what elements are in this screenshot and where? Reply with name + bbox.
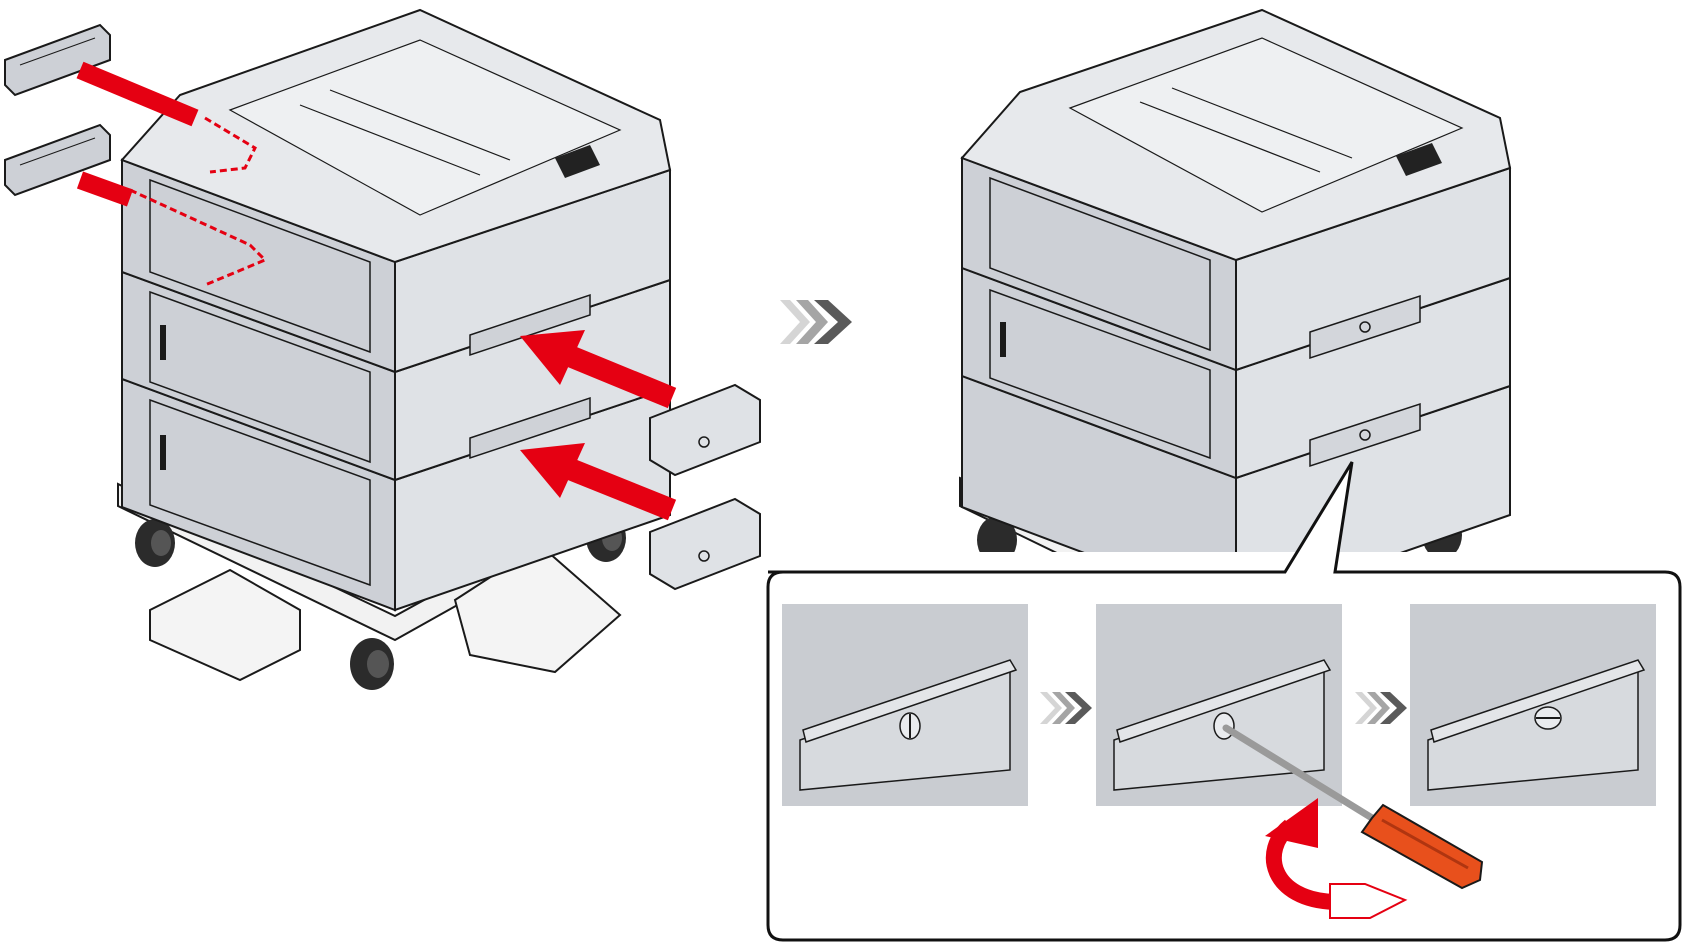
attach-arrow-icon — [520, 330, 677, 409]
side-lock-plate-icon — [649, 383, 761, 477]
zoom-panel-2 — [1096, 604, 1342, 806]
removal-arrow-icon — [76, 171, 268, 287]
lock-screw-unlocked-icon — [799, 659, 1018, 791]
zoom-panel-3 — [1410, 604, 1656, 806]
attach-arrow-icon — [520, 443, 677, 521]
flat-head-screwdriver-icon — [1222, 724, 1484, 890]
caster-wheel — [135, 519, 175, 567]
rear-joint-plate-icon — [4, 23, 111, 97]
triple-chevron-right-icon — [1355, 692, 1407, 724]
side-lock-plate-icon — [1309, 402, 1421, 468]
before-stack — [4, 8, 761, 690]
zoom-panel-1 — [782, 604, 1028, 806]
rotate-clockwise-arrow-icon — [1265, 798, 1408, 919]
tray-top-surface — [120, 8, 672, 264]
triple-chevron-right-icon — [1040, 692, 1092, 724]
caster-wheel — [350, 638, 394, 690]
lock-screw-locked-icon — [1427, 659, 1646, 791]
side-lock-plate-icon — [649, 497, 761, 591]
paper-tray-top — [121, 158, 671, 374]
after-stack — [959, 8, 1512, 552]
side-lock-plate-icon — [1309, 294, 1421, 360]
rear-joint-plate-icon — [4, 123, 111, 197]
triple-chevron-right-icon — [780, 300, 852, 344]
removal-arrow-icon — [76, 61, 257, 174]
